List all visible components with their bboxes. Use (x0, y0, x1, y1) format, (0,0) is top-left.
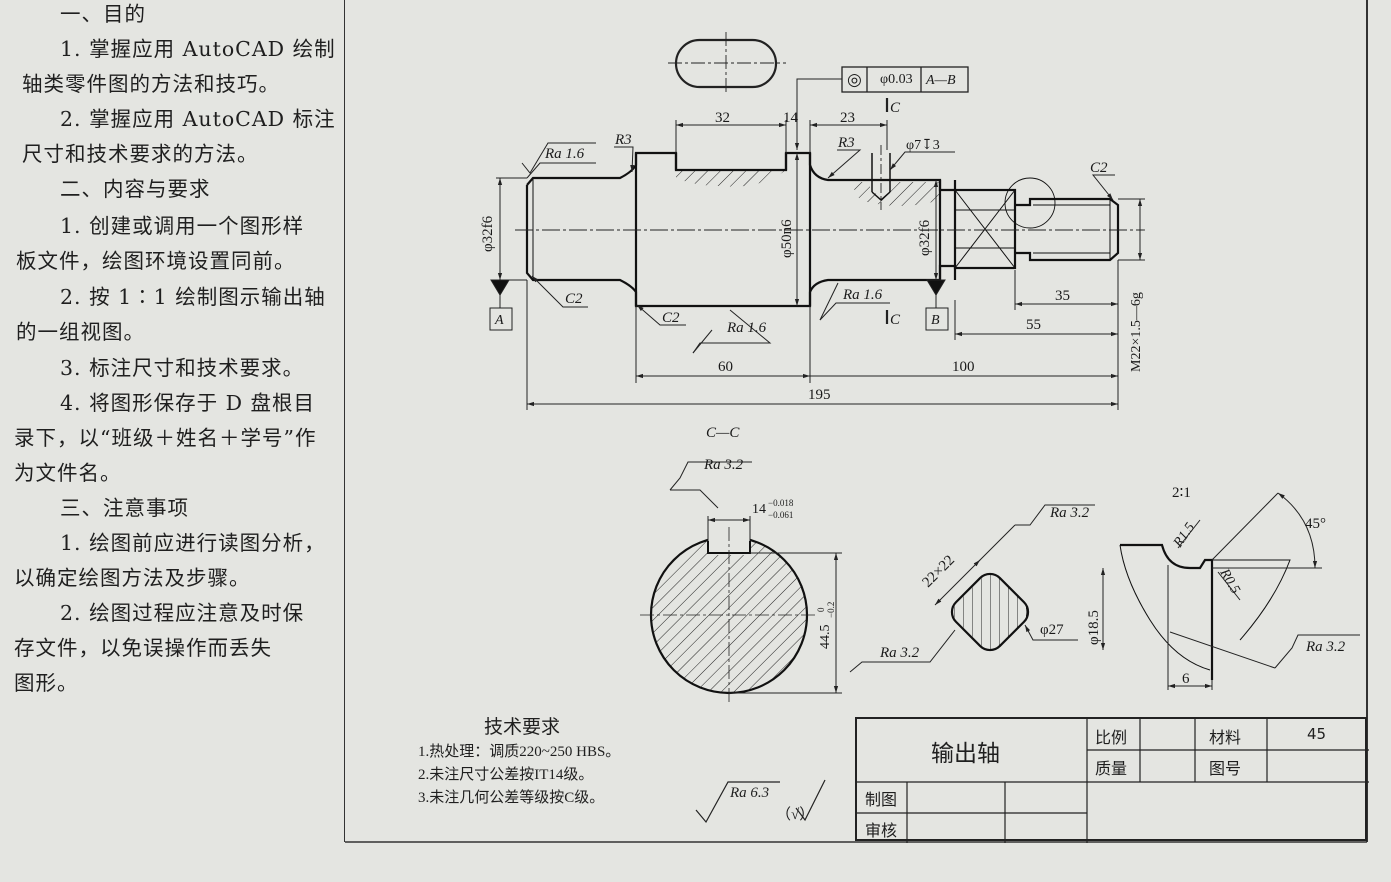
dim-100: 100 (952, 359, 975, 375)
section-mark-top: C (890, 100, 901, 116)
drawn-by-label: 制图 (865, 790, 898, 809)
scale-label: 比例 (1095, 728, 1128, 747)
main-shaft-view (525, 151, 1120, 308)
datum-a: A (494, 313, 504, 328)
tech-req-item: 2.未注尺寸公差按IT14级。 (418, 767, 594, 783)
instructions-panel: 一、目的 1. 掌握应用 AutoCAD 绘制 轴类零件图的方法和技巧。 2. … (0, 0, 345, 842)
keyway-top-view (668, 32, 786, 95)
keyway-width: 14 (752, 502, 766, 517)
detail-scale: 2∶1 (1172, 485, 1191, 501)
keyway-tol-upper: −0.018 (768, 498, 794, 508)
concentricity-icon: ◎ (847, 70, 862, 89)
tech-req-item: 1.热处理：调质220~250 HBS。 (418, 744, 621, 760)
depth-tol-lower: −0.2 (826, 602, 836, 618)
drawing-frame (345, 0, 1368, 843)
instruction-line: 以确定绘图方法及步骤。 (14, 566, 251, 590)
heading-content: 二、内容与要求 (60, 177, 211, 201)
detail-angle: 45° (1305, 516, 1326, 532)
section-view-cc: C—C Ra 3.2 14 −0.018 −0.061 44.5 0 −0.2 (640, 425, 842, 703)
dim-195: 195 (808, 387, 831, 403)
depth-dim: 44.5 (818, 625, 833, 650)
depth-tol-upper: 0 (816, 607, 826, 612)
instruction-line: 尺寸和技术要求的方法。 (22, 142, 259, 166)
square-roughness-bottom: Ra 3.2 (879, 645, 920, 661)
instruction-line: 为文件名。 (14, 461, 122, 485)
radius-r3-left: R3 (614, 132, 632, 148)
instruction-line: 1. 创建或调用一个图形样 (60, 214, 305, 238)
dim-55: 55 (1026, 317, 1041, 333)
material-label: 材料 (1209, 728, 1242, 747)
general-roughness-icon (695, 779, 826, 824)
instruction-line: 2. 按 1∶1 绘制图示输出轴 (60, 285, 326, 309)
square-roughness-top: Ra 3.2 (1049, 505, 1090, 521)
tech-req-title: 技术要求 (484, 717, 561, 738)
part-name: 输出轴 (931, 741, 1000, 767)
section-mark-bottom: C (890, 312, 901, 328)
drawing-no-label: 图号 (1209, 759, 1242, 778)
instruction-line: 的一组视图。 (16, 320, 145, 344)
instruction-line: 2. 掌握应用 AutoCAD 标注 (60, 107, 336, 131)
instruction-line: 2. 绘图过程应注意及时保 (60, 601, 305, 625)
roughness-right: Ra 1.6 (842, 287, 883, 303)
dia-left-journal: φ32f6 (480, 215, 496, 252)
square-size: 22×22 (920, 552, 959, 591)
dim-14: 14 (783, 110, 799, 126)
heading-notes: 三、注意事项 (60, 496, 189, 520)
roughness-mid: Ra 1.6 (726, 320, 767, 336)
dim-23: 23 (840, 110, 855, 126)
detail-r15: R1.5 (1170, 520, 1198, 551)
detail-r05: R0.5 (1216, 566, 1243, 597)
keyway-tol-lower: −0.061 (768, 510, 793, 520)
detail-view: 2∶1 R1.5 R0.5 45° φ18.5 6 Ra 3.2 (1086, 485, 1360, 690)
detail-width: 6 (1182, 671, 1190, 687)
detail-diameter: φ18.5 (1086, 610, 1102, 645)
section-roughness: Ra 3.2 (703, 457, 744, 473)
instruction-line: 轴类零件图的方法和技巧。 (22, 72, 280, 96)
main-dimensions (489, 66, 1145, 410)
section-title: C—C (706, 425, 740, 441)
tech-req-item: 3.未注几何公差等级按C级。 (418, 790, 605, 806)
instruction-line: 板文件，绘图环境设置同前。 (16, 249, 296, 273)
dim-32: 32 (715, 110, 730, 126)
instruction-line: 图形。 (14, 671, 79, 695)
instruction-line: 4. 将图形保存于 D 盘根目 (60, 391, 316, 415)
tolerance-value: φ0.03 (880, 72, 913, 87)
checked-by-label: 审核 (865, 821, 898, 840)
instruction-line: 1. 掌握应用 AutoCAD 绘制 (60, 37, 336, 61)
mass-label: 质量 (1095, 759, 1128, 778)
square-section-view: Ra 3.2 Ra 3.2 22×22 φ27 (849, 504, 1095, 673)
instruction-line: 录下，以“班级＋姓名＋学号”作 (14, 426, 317, 450)
instruction-line: 1. 绘图前应进行读图分析， (60, 531, 326, 555)
title-block: 输出轴 比例 材料 45 质量 图号 制图 审核 (855, 717, 1369, 843)
dia-right-journal: φ32f6 (917, 219, 933, 256)
hole-callout: φ7↧3 (906, 138, 940, 153)
instruction-line: 存文件，以免误操作而丢失 (14, 636, 272, 660)
radius-r3-right: R3 (837, 135, 855, 151)
dim-35: 35 (1055, 288, 1070, 304)
datum-b: B (931, 313, 940, 328)
material-value: 45 (1307, 725, 1327, 743)
heading-purpose: 一、目的 (60, 2, 146, 26)
square-diameter: φ27 (1040, 622, 1064, 638)
detail-roughness: Ra 3.2 (1305, 639, 1346, 655)
chamfer-c2-mid: C2 (662, 310, 680, 326)
dim-60: 60 (718, 359, 733, 375)
general-roughness-mark: （√） (776, 807, 815, 823)
instruction-line: 3. 标注尺寸和技术要求。 (60, 356, 305, 380)
roughness-left: Ra 1.6 (544, 146, 585, 162)
general-roughness-value: Ra 6.3 (730, 785, 770, 801)
tolerance-datum: A—B (925, 73, 956, 88)
dia-middle: φ50n6 (779, 219, 795, 258)
thread-spec: M22×1.5—6g (1129, 292, 1144, 372)
chamfer-c2-left: C2 (565, 291, 583, 307)
chamfer-c2-right: C2 (1090, 160, 1108, 176)
